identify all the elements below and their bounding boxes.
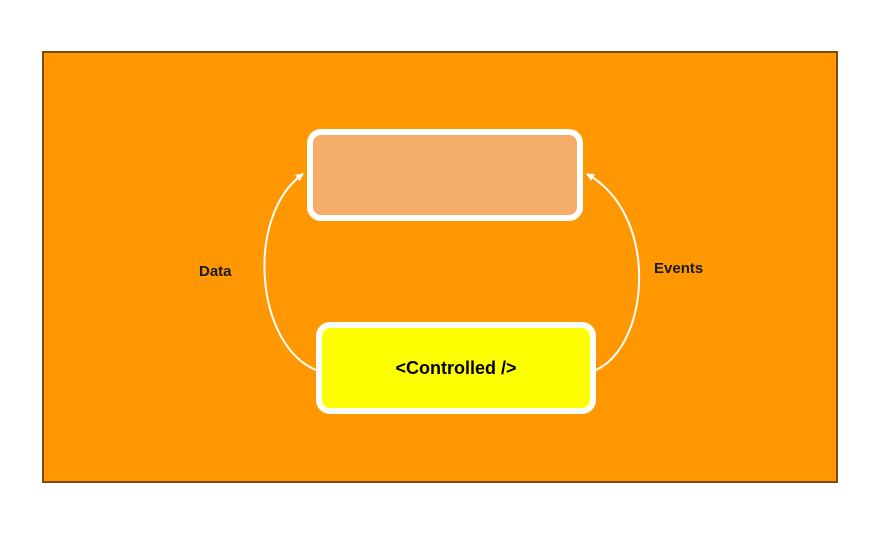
events-arrow: [586, 173, 640, 371]
controlled-box: <Controlled />: [316, 322, 596, 414]
parent-box: [307, 129, 583, 221]
controlled-label: <Controlled />: [395, 357, 517, 378]
data-arrow: [263, 173, 317, 371]
data-label: Data: [199, 263, 232, 280]
events-label: Events: [654, 260, 704, 277]
